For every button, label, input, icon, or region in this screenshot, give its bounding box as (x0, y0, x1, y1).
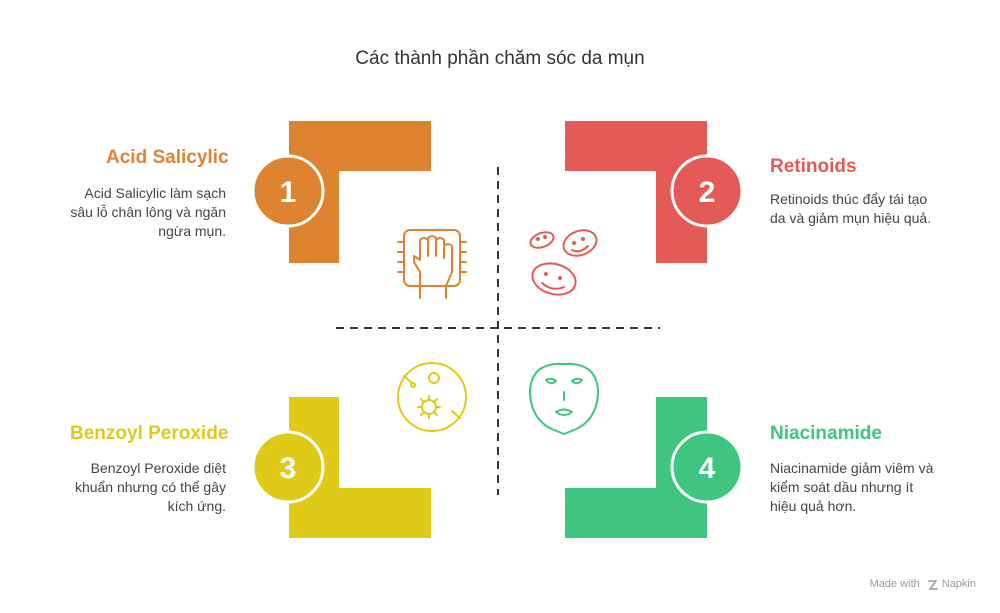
number-circle-2: 2 (670, 154, 744, 228)
quadrant-shape-2 (565, 121, 707, 263)
heading-acid-salicylic: Acid Salicylic (106, 147, 229, 168)
smiling-faces-icon (529, 229, 598, 296)
quadrant-shape-1 (289, 121, 431, 263)
desc-retinoids: Retinoids thúc đẩy tái tạo da và giảm mụ… (770, 191, 932, 226)
heading-niacinamide: Niacinamide (770, 423, 882, 444)
footer-made-with: Made with (869, 578, 920, 590)
heading-retinoids: Retinoids (770, 156, 857, 177)
diagram-title: Các thành phần chăm sóc da mụn (355, 48, 645, 69)
face-mask-icon (529, 362, 599, 435)
number-3: 3 (280, 452, 297, 485)
quadrant-shape-3 (289, 397, 431, 538)
footer-brand: Napkin (941, 578, 976, 590)
desc-acid-salicylic: Acid Salicylic làm sạch sâu lỗ chân lông… (70, 185, 226, 239)
napkin-logo-icon (928, 580, 938, 590)
footer-credit: Made with Napkin (870, 578, 976, 590)
number-circle-3: 3 (251, 430, 325, 504)
number-circle-4: 4 (670, 430, 744, 504)
number-2: 2 (699, 176, 716, 209)
quadrant-shape-4 (565, 397, 707, 538)
number-1: 1 (280, 176, 297, 209)
number-4: 4 (699, 452, 716, 485)
desc-benzoyl-peroxide: Benzoyl Peroxide diệt khuẩn nhưng có thể… (74, 460, 226, 514)
hand-cleansing-icon (397, 229, 467, 299)
no-bacteria-icon (397, 362, 467, 432)
heading-benzoyl-peroxide: Benzoyl Peroxide (70, 423, 229, 444)
desc-niacinamide: Niacinamide giảm viêm và kiểm soát dầu n… (770, 460, 934, 514)
number-circle-1: 1 (251, 154, 325, 228)
